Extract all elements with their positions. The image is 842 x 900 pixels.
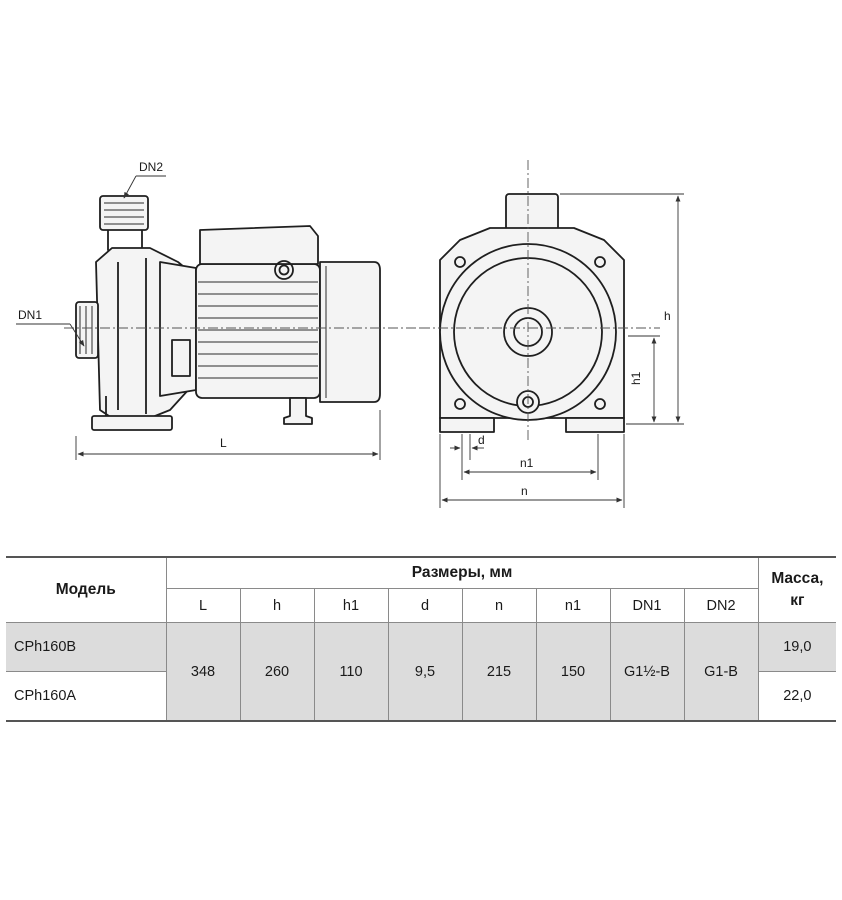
cell-L: 348 [165,622,241,722]
spec-table-wrapper: Модель Размеры, мм Масса, кг L h h1 d n … [6,556,837,722]
row-model: CPh160B [6,622,167,672]
col-header-n: n [461,588,537,623]
col-header-d: d [387,588,463,623]
label-n: n [521,484,528,498]
mass-header: Масса, кг [757,556,837,623]
label-d: d [478,433,485,447]
label-dn2: DN2 [139,160,163,174]
cell-dn1: G1½-B [609,622,685,722]
col-header-h1: h1 [313,588,389,623]
cell-dn2: G1-B [683,622,759,722]
label-h: h [664,309,671,323]
dimensions-group-header: Размеры, мм [165,556,759,589]
row-model: CPh160A [6,671,167,722]
cell-h: 260 [239,622,315,722]
row-mass: 22,0 [757,671,837,722]
pump-side-view [64,195,420,431]
label-h1: h1 [629,371,643,385]
mass-header-line1: Масса, [771,570,824,587]
col-header-dn1: DN1 [609,588,685,623]
label-n1: n1 [520,456,534,470]
label-L: L [220,436,227,450]
cell-n1: 150 [535,622,611,722]
cell-d: 9,5 [387,622,463,722]
row-mass: 19,0 [757,622,837,672]
col-header-h: h [239,588,315,623]
spec-table: Модель Размеры, мм Масса, кг L h h1 d n … [6,556,837,722]
col-header-dn2: DN2 [683,588,759,623]
pump-front-view [420,160,660,440]
model-header: Модель [6,556,167,623]
cell-n: 215 [461,622,537,722]
mass-header-line2: кг [790,592,805,609]
col-header-n1: n1 [535,588,611,623]
table-row: CPh160B 348 260 110 9,5 215 150 G1½-B G1… [6,622,837,722]
label-dn1: DN1 [18,308,42,322]
col-header-L: L [166,588,241,623]
pump-drawing: DN2 DN1 L h h1 d n1 n [16,160,684,508]
table-row: CPh160A 22,0 [6,671,837,722]
dimension-lines: DN2 DN1 L h h1 d n1 n [16,160,684,508]
cell-h1: 110 [313,622,389,722]
